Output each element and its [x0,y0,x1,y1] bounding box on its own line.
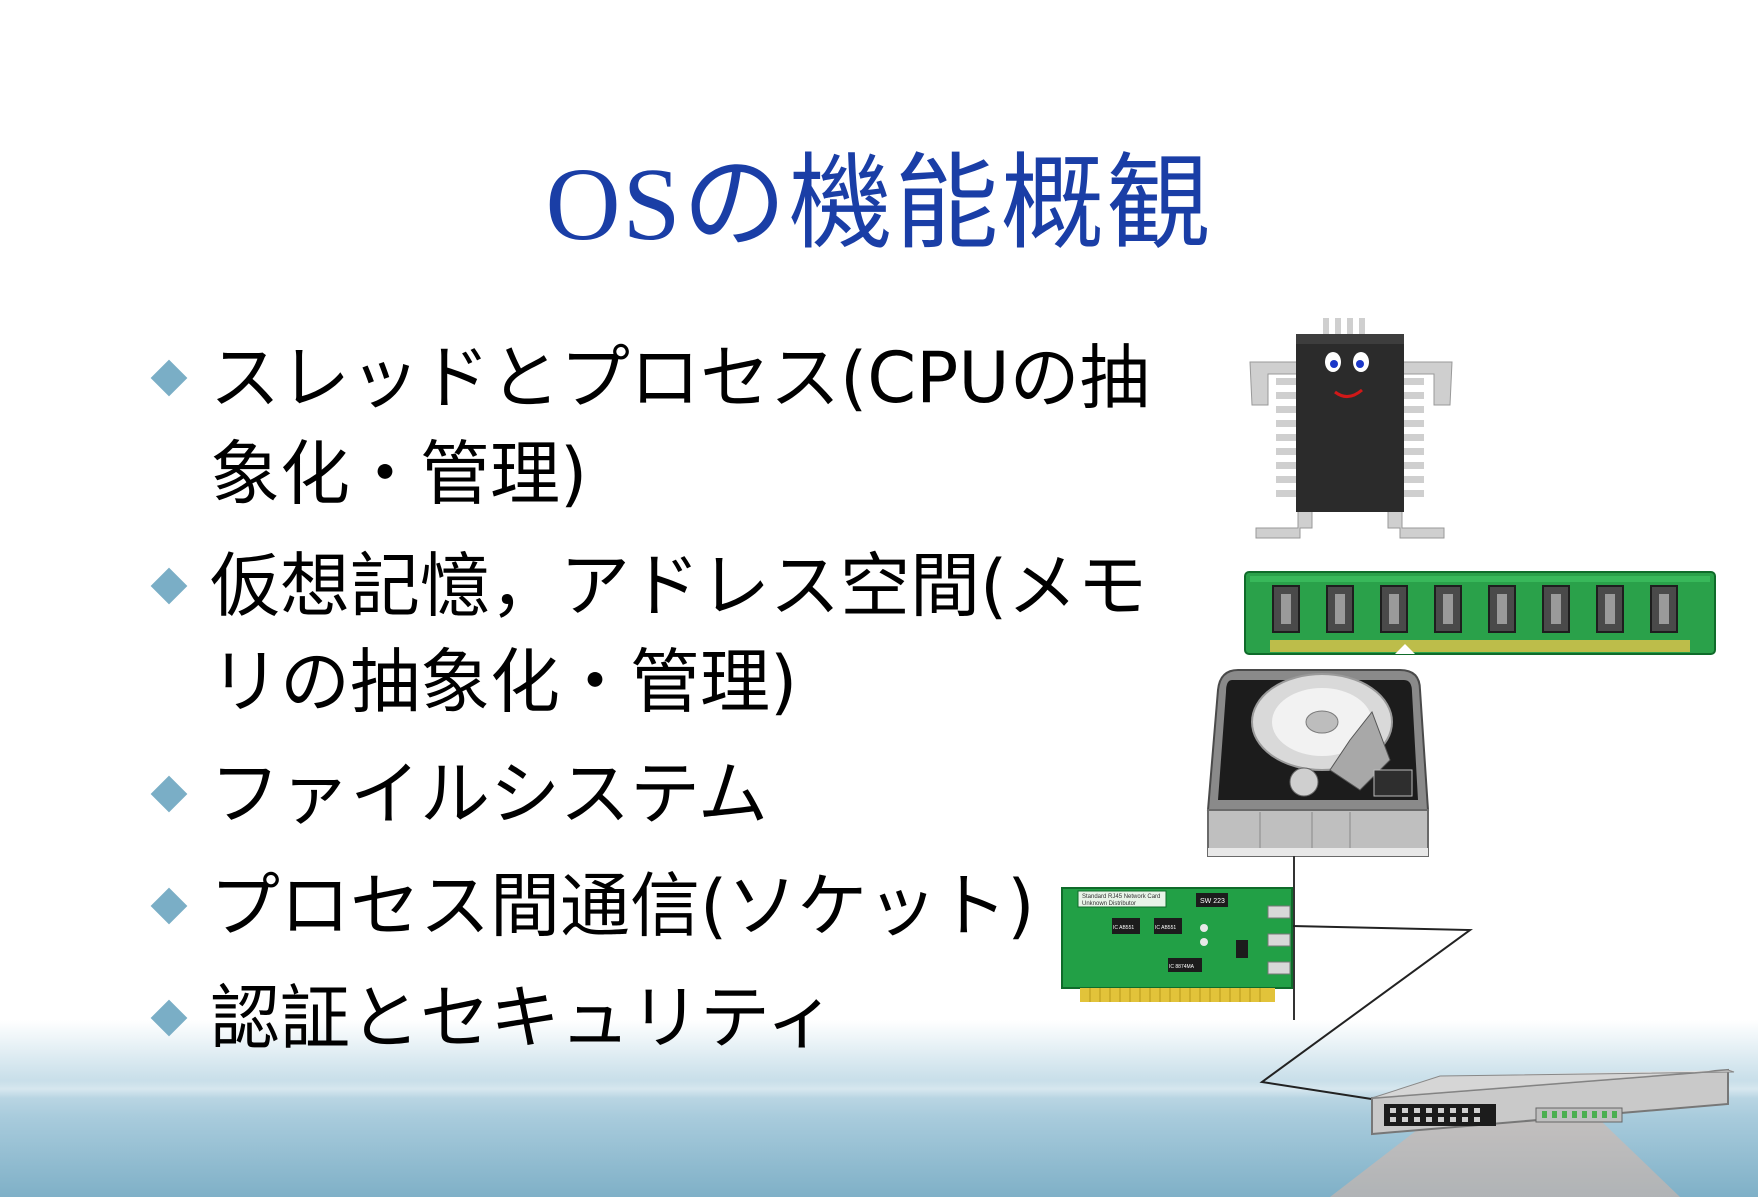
bullet-item: ファイルシステム [148,746,1188,842]
hard-disk-icon [1206,669,1430,857]
network-cable [1259,925,1473,1101]
network-card-icon: Standard RJ45 Network Card Unknown Distr… [1061,887,1293,1002]
network-switch-icon [1371,1068,1735,1136]
bullet-text: スレッドとプロセス(CPUの抽象化・管理) [210,337,1150,515]
bullet-text: プロセス間通信(ソケット) [210,865,1035,947]
nic-chip-1: IC AB551 [1113,925,1134,931]
nic-label-top2: Unknown Distributor [1082,901,1136,907]
bullet-item: プロセス間通信(ソケット) [148,858,1188,954]
bullet-item: 認証とセキュリティ [148,970,1188,1066]
slide-title: OSの機能概観 [545,147,1213,262]
ram-module-icon [1244,571,1716,655]
nic-chip-2: IC AB551 [1155,925,1176,931]
nic-chip-3: IC 8874MA [1169,964,1195,970]
bullet-text: 仮想記憶，アドレス空間(メモリの抽象化・管理) [210,545,1148,723]
bullet-item: スレッドとプロセス(CPUの抽象化・管理) [148,330,1188,522]
nic-chip-sw: SW 223 [1200,898,1225,905]
cpu-chip-character-icon [1249,318,1453,539]
nic-label-top: Standard RJ45 Network Card [1082,894,1160,900]
bullet-list: スレッドとプロセス(CPUの抽象化・管理) 仮想記憶，アドレス空間(メモリの抽象… [148,330,1188,1082]
bullet-text: 認証とセキュリティ [210,977,836,1059]
bullet-item: 仮想記憶，アドレス空間(メモリの抽象化・管理) [148,538,1188,730]
bullet-text: ファイルシステム [210,753,768,835]
switch-reflection [1330,1120,1680,1197]
